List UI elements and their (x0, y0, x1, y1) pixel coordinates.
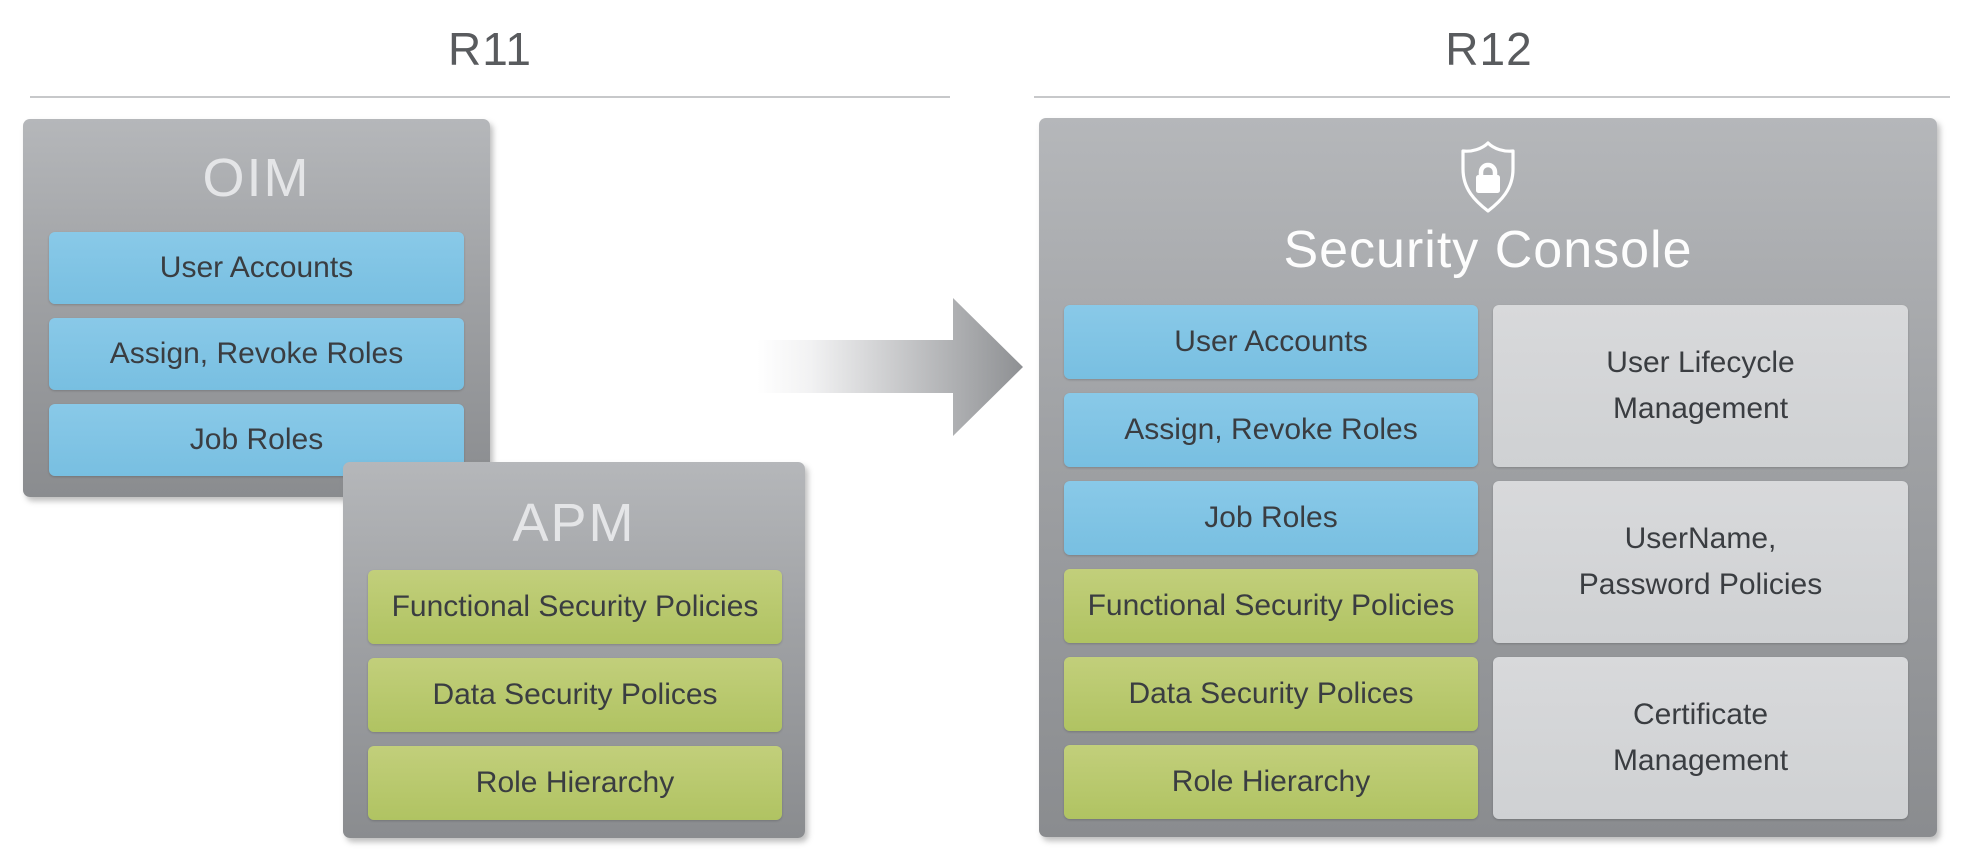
card-line: Management (1612, 744, 1789, 777)
security-console-box: Security Console User Accounts Assign, R… (1039, 118, 1937, 837)
right-arrow-icon (757, 298, 1023, 436)
card-line: Password Policies (1578, 568, 1823, 601)
card-line: Certificate (1632, 698, 1769, 731)
sc-item-job-roles: Job Roles (1064, 481, 1478, 555)
apm-item-data-security-polices: Data Security Polices (368, 658, 782, 732)
sc-item-user-accounts: User Accounts (1064, 305, 1478, 379)
r11-underline (30, 96, 950, 98)
oim-item-user-accounts: User Accounts (49, 232, 464, 304)
apm-item-functional-security-policies: Functional Security Policies (368, 570, 782, 644)
sc-item-data-security-polices: Data Security Polices (1064, 657, 1478, 731)
sc-item-functional-security-policies: Functional Security Policies (1064, 569, 1478, 643)
oim-title: OIM (202, 148, 311, 208)
r12-underline (1034, 96, 1950, 98)
oim-item-job-roles: Job Roles (49, 404, 464, 476)
sc-card-user-lifecycle-management: User Lifecycle Management (1493, 305, 1908, 467)
sc-card-certificate-management: Certificate Management (1493, 657, 1908, 819)
oim-box: OIM User Accounts Assign, Revoke Roles J… (23, 119, 490, 497)
apm-item-role-hierarchy: Role Hierarchy (368, 746, 782, 820)
card-line: Management (1612, 392, 1789, 425)
sc-item-role-hierarchy: Role Hierarchy (1064, 745, 1478, 819)
r12-heading: R12 (1445, 23, 1533, 75)
sc-item-assign-revoke-roles: Assign, Revoke Roles (1064, 393, 1478, 467)
card-line: UserName, (1624, 522, 1777, 555)
card-line: User Lifecycle (1606, 346, 1795, 379)
r11-heading: R11 (448, 23, 532, 75)
oim-item-assign-revoke-roles: Assign, Revoke Roles (49, 318, 464, 390)
sc-card-username-password-policies: UserName, Password Policies (1493, 481, 1908, 643)
shield-lock-icon (1461, 141, 1515, 213)
apm-title: APM (512, 493, 636, 553)
security-console-title: Security Console (1283, 221, 1693, 279)
apm-box: APM Functional Security Policies Data Se… (343, 462, 805, 838)
